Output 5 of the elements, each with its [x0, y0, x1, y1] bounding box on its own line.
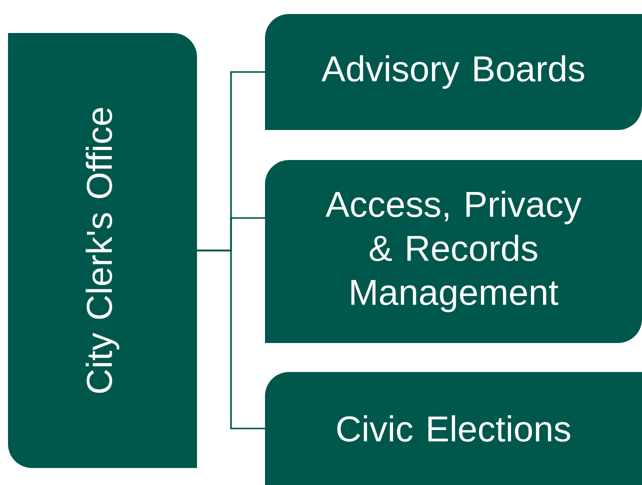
connector-line	[197, 71, 265, 252]
process-box: Advisory Boards	[265, 14, 642, 130]
process-box: Access, Privacy & Records Management	[265, 160, 642, 343]
vertical-box: City Clerk's Office	[8, 33, 197, 468]
process-box: Civic Elections	[265, 372, 642, 485]
